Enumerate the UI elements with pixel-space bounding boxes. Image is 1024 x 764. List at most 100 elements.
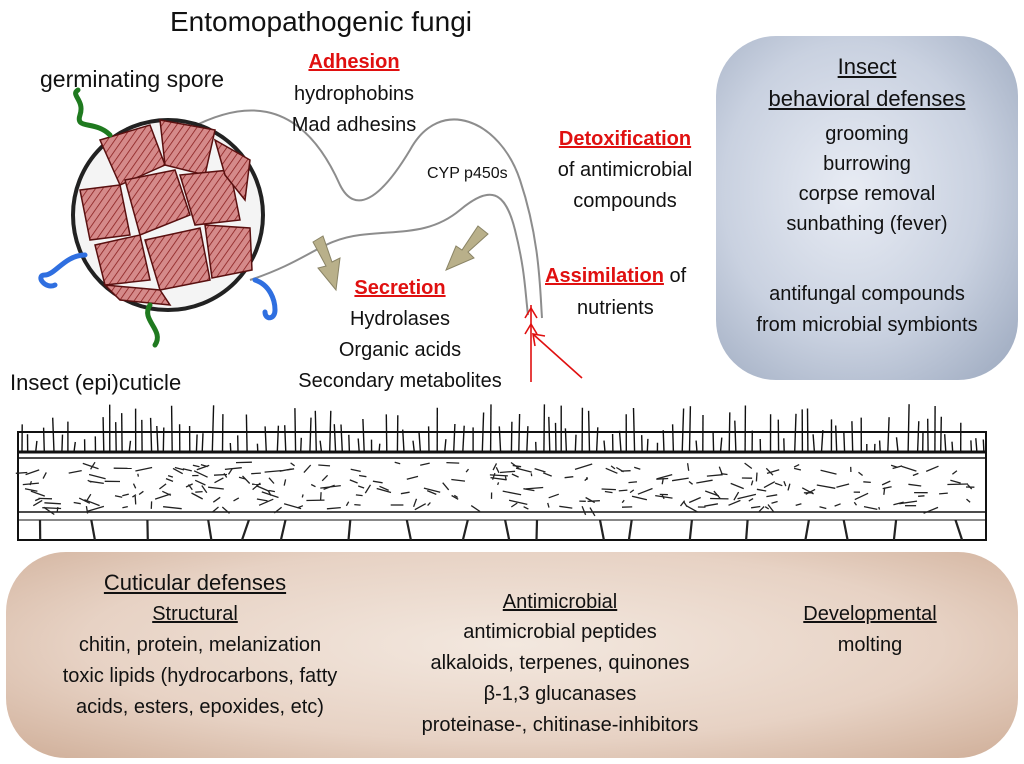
cuticle-texture-mark [601, 488, 616, 491]
cuticle-bristle [794, 413, 797, 453]
cuticle-bristle [329, 410, 332, 453]
cuticle-bristle [319, 440, 323, 453]
cuticle-texture-mark [604, 490, 613, 494]
cuticle-texture-mark [283, 479, 287, 486]
behavioral-item: sunbathing (fever) [786, 213, 948, 235]
secretion-arrow-right [445, 225, 489, 271]
cuticle-texture-mark [882, 486, 892, 490]
cuticle-texture-mark [661, 478, 664, 485]
cuticle-texture-mark [504, 476, 507, 481]
cuticle-texture-mark [534, 467, 546, 473]
cuticle-texture-mark [376, 487, 392, 494]
cuticle-texture-mark [771, 500, 778, 504]
cuticle-bristle [951, 441, 954, 453]
cuticle-bristle [300, 437, 302, 453]
cuticle-bristle [309, 417, 312, 453]
cuticle-texture-mark [283, 503, 302, 510]
behavioral-item: grooming [825, 123, 909, 145]
cuticle-texture-mark [470, 505, 481, 513]
cuticle-bristle [543, 404, 546, 453]
cuticle-texture-mark [901, 465, 917, 472]
antimicrobial-line: antimicrobial peptides [463, 621, 657, 643]
cuticle-texture-mark [34, 498, 40, 502]
cuticle-bristle [115, 422, 117, 453]
cuticle-texture-mark [631, 495, 648, 501]
cuticle-texture-mark [748, 498, 754, 502]
cuticle-procuticle-mark [347, 519, 352, 541]
cuticle-texture-mark [201, 485, 208, 494]
behavioral-heading-line-2: behavioral defenses [768, 86, 966, 111]
cuticle-texture-mark [688, 480, 693, 485]
cuticle-procuticle-mark [90, 519, 96, 541]
cuticle-bristle [294, 408, 297, 453]
cuticle-texture-mark [766, 469, 780, 475]
cuticle-texture-mark [84, 499, 100, 507]
cuticle-bristle [42, 427, 45, 453]
cuticle-texture-mark [548, 493, 560, 499]
cuticle-texture-mark [268, 477, 275, 484]
cuticle-bristle [229, 442, 232, 453]
cuticle-texture-mark [787, 483, 791, 491]
cuticle-texture-mark [730, 482, 744, 490]
cuticle-texture-mark [132, 483, 137, 489]
cuticle-texture-mark [159, 483, 167, 490]
cuticle-procuticle-mark [504, 519, 511, 541]
cuticle-texture-mark [704, 490, 719, 497]
cuticle-texture-mark [951, 470, 958, 475]
cuticle-texture-mark [321, 474, 329, 482]
cuticle-bristle [878, 440, 881, 453]
cuticle-texture-mark [585, 496, 596, 504]
cuticle-texture-mark [908, 483, 922, 487]
assimilation-heading: Assimilation of [545, 265, 687, 287]
cuticle-bristle [102, 417, 105, 453]
cuticle-texture-mark [350, 468, 361, 473]
cuticle-texture-mark [85, 505, 89, 514]
cuticular-heading: Cuticular defenses [103, 570, 287, 595]
cuticle-texture-mark [899, 500, 918, 505]
cuticle-texture-mark [863, 505, 878, 511]
cuticle-bristle [481, 412, 485, 453]
antimicrobial-line: proteinase-, chitinase-inhibitors [421, 714, 699, 736]
cuticle-procuticle-mark [892, 519, 898, 541]
structural-heading: Structural [152, 603, 238, 625]
cuticle-texture-mark [251, 472, 261, 475]
symbiont-line-1: antifungal compounds [769, 283, 965, 305]
cuticle-texture-mark [134, 495, 137, 505]
cuticle-texture-mark [559, 505, 573, 509]
cuticle-bristle [603, 440, 606, 453]
detox-line-1: of antimicrobial [557, 159, 693, 181]
cuticle-texture-mark [939, 492, 948, 495]
cuticle-texture-mark [196, 464, 210, 471]
cuticle-bristle [510, 421, 513, 453]
cuticle-bristle [887, 417, 890, 453]
cuticle-bristle [162, 427, 165, 453]
cuticle-texture-mark [610, 465, 616, 470]
cuticle-bristle [73, 441, 76, 453]
cuticle-texture-mark [122, 505, 128, 509]
structural-line: acids, esters, epoxides, etc) [76, 696, 324, 718]
cuticle-texture-mark [138, 490, 144, 496]
secretion-line-2: Organic acids [338, 339, 462, 361]
cuticle-texture-mark [515, 467, 532, 473]
cuticle-texture-mark [212, 496, 221, 503]
cuticle-texture-mark [301, 494, 304, 498]
cuticle-texture-mark [834, 503, 841, 507]
cuticle-texture-mark [453, 494, 459, 499]
cuticle-texture-mark [114, 495, 123, 498]
cuticle-procuticle-mark [954, 519, 964, 541]
cuticle-bristle [61, 434, 64, 453]
cuticle-texture-mark [750, 480, 754, 486]
cuticle-texture-mark [310, 483, 316, 488]
cuticle-texture-mark [502, 490, 522, 496]
cuticle-bristle [712, 432, 715, 453]
cuticle-texture-mark [224, 467, 242, 471]
cuticle-texture-mark [492, 463, 498, 471]
cuticle-bristle [632, 407, 636, 453]
developmental-heading: Developmental [803, 603, 937, 625]
cuticle-bristle [444, 439, 447, 453]
cuticle-texture-mark [25, 469, 40, 476]
cuticle-texture-mark [881, 480, 891, 486]
cuticle-bristle [526, 426, 529, 453]
cuticle-texture-mark [688, 496, 701, 504]
cuticle-bristle [820, 430, 824, 453]
